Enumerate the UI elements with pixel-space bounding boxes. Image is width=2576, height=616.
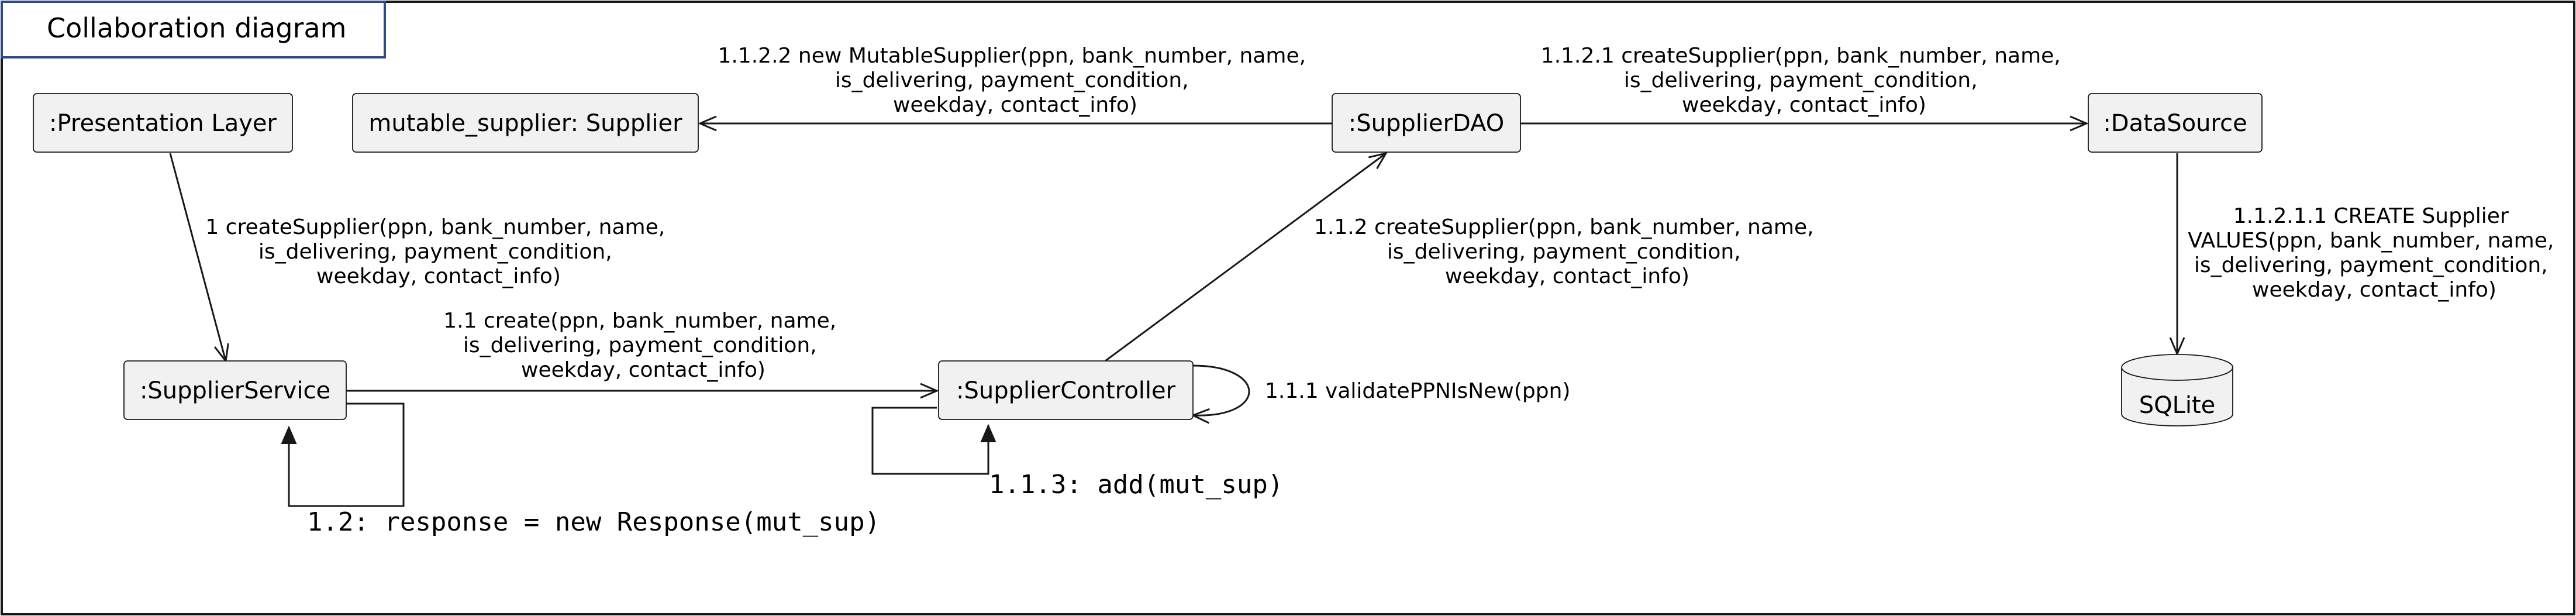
edge-controller-self-add <box>871 407 996 475</box>
node-supplier-controller-label: :SupplierController <box>956 377 1176 404</box>
node-mutable-supplier-label: mutable_supplier: Supplier <box>368 110 682 137</box>
message-1-1-3-label: 1.1.3: add(mut_sup) <box>989 470 1283 500</box>
node-presentation-layer: :Presentation Layer <box>33 93 293 153</box>
message-1-1-2-1-1-label: 1.1.2.1.1 CREATE Supplier VALUES(ppn, ba… <box>2188 204 2561 302</box>
node-sqlite-label: SQLite <box>2139 392 2216 419</box>
message-1-1-2-label: 1.1.2 createSupplier(ppn, bank_number, n… <box>1314 215 1820 288</box>
message-1-1-2-1-label: 1.1.2.1 createSupplier(ppn, bank_number,… <box>1541 44 2067 117</box>
node-data-source-label: :DataSource <box>2103 110 2247 137</box>
message-1-2-label: 1.2: response = new Response(mut_sup) <box>307 507 880 537</box>
node-supplier-dao-label: :SupplierDAO <box>1349 110 1505 137</box>
message-1-1-label: 1.1 create(ppn, bank_number, name, is_de… <box>443 309 843 382</box>
edge-service-self-response <box>281 402 405 507</box>
node-sqlite-database: SQLite <box>2121 354 2233 426</box>
edge-presentation-to-service <box>169 153 229 363</box>
node-supplier-service: :SupplierService <box>123 360 347 420</box>
node-supplier-service-label: :SupplierService <box>140 377 330 404</box>
node-data-source: :DataSource <box>2088 93 2263 153</box>
node-supplier-controller: :SupplierController <box>938 360 1194 420</box>
diagram-title: Collaboration diagram <box>47 12 346 44</box>
message-1-label: 1 createSupplier(ppn, bank_number, name,… <box>205 215 671 288</box>
node-presentation-label: :Presentation Layer <box>49 110 277 137</box>
node-supplier-dao: :SupplierDAO <box>1332 93 1521 153</box>
diagram-title-tab: Collaboration diagram <box>1 1 386 58</box>
message-1-1-1-label: 1.1.1 validatePPNIsNew(ppn) <box>1265 379 1570 403</box>
node-mutable-supplier: mutable_supplier: Supplier <box>352 93 699 153</box>
edge-controller-to-dao <box>1105 152 1388 362</box>
edge-controller-self-validate <box>1191 364 1250 424</box>
message-1-1-2-2-label: 1.1.2.2 new MutableSupplier(ppn, bank_nu… <box>718 44 1312 117</box>
